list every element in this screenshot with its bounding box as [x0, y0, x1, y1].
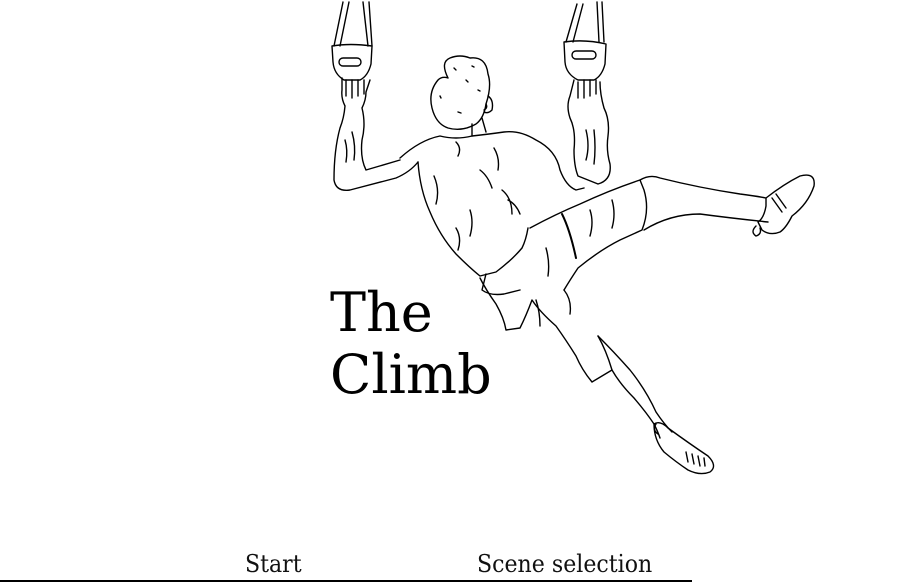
scene-selection-button[interactable]: Scene selection	[477, 550, 653, 578]
left-ring-icon	[331, 1, 373, 81]
right-ring-icon	[563, 1, 607, 81]
title-line-2: Climb	[330, 343, 492, 406]
start-button[interactable]: Start	[245, 550, 302, 578]
game-title: The Climb	[330, 282, 492, 406]
title-line-1: The	[330, 281, 433, 344]
main-menu: Start Scene selection	[0, 546, 692, 582]
